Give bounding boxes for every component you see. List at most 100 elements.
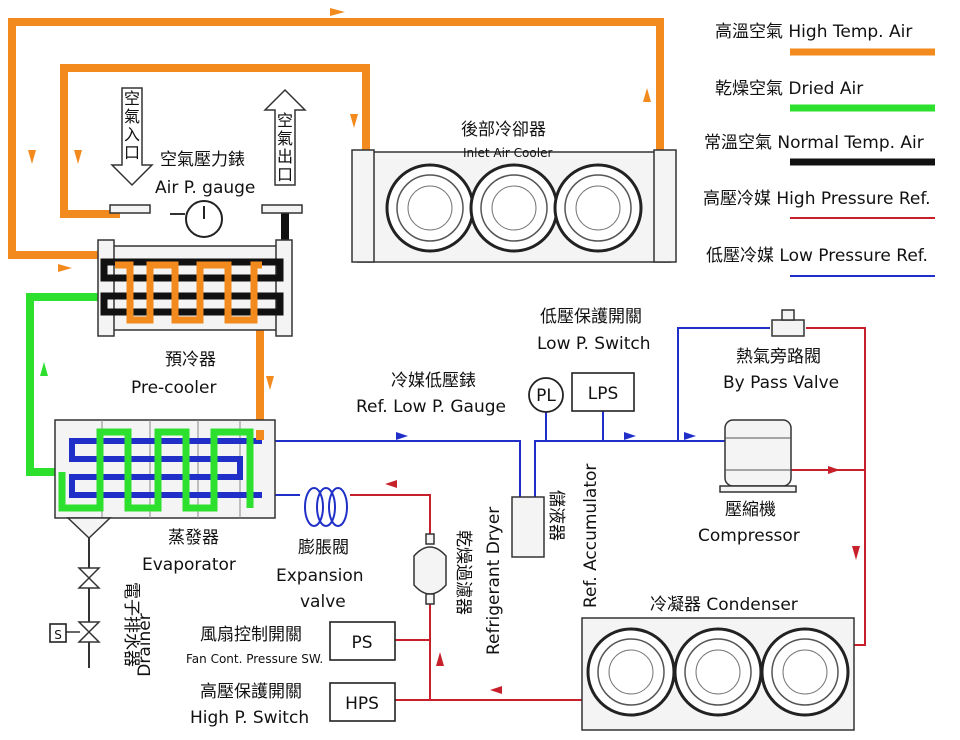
- lps-en: Low P. Switch: [537, 334, 651, 354]
- hps-label: HPS: [345, 694, 379, 714]
- arrow-dried-up: [40, 362, 48, 376]
- ref-low-pressure-gauge: PL 冷媒低壓錶 Ref. Low P. Gauge: [356, 371, 564, 417]
- arrow-top: [330, 8, 345, 16]
- drainer-cn: 電子排水器: [121, 582, 141, 667]
- arrow-inner-down: [74, 150, 82, 164]
- fan-icon: [673, 627, 763, 717]
- fan-switch-en: Fan Cont. Pressure SW.: [186, 652, 323, 666]
- arrow-low-right-3: [684, 432, 696, 440]
- evaporator-air-coil: [58, 428, 254, 512]
- legend-normal-temp-label: 常溫空氣 Normal Temp. Air: [704, 133, 924, 153]
- bypass-cn: 熱氣旁路閥: [736, 347, 821, 367]
- compressor-cn: 壓縮機: [725, 500, 776, 520]
- fan-icon: [553, 163, 643, 253]
- bypass-en: By Pass Valve: [723, 373, 839, 393]
- ref-dryer-label: Refrigerant Dryer: [484, 507, 504, 655]
- ps-label: PS: [351, 633, 372, 653]
- air-outlet-arrow-shape: [263, 88, 307, 186]
- legend-low-pressure-label: 低壓冷媒 Low Pressure Ref.: [706, 246, 928, 266]
- fan-control-switch: PS 風扇控制開關 Fan Cont. Pressure SW.: [186, 621, 396, 666]
- high-pressure-lines: [350, 327, 866, 701]
- outlet-flange: [261, 204, 303, 214]
- high-line-condenser-to-filter: [429, 600, 582, 701]
- air-outlet-label: 空氣出口: [277, 111, 293, 184]
- expansion-cn: 膨脹閥: [298, 538, 349, 558]
- legend-high-temp-label: 高溫空氣 High Temp. Air: [715, 22, 912, 42]
- fan-icon: [760, 627, 850, 717]
- fan-icon: [469, 163, 559, 253]
- ref-gauge-en: Ref. Low P. Gauge: [356, 397, 506, 417]
- accumulator: Refrigerant Dryer 儲液器 Ref. Accumulator: [484, 464, 601, 655]
- high-line-filter-to-expansion: [350, 494, 431, 540]
- inlet-air-cooler: 後部冷卻器 Inlet Air Cooler: [351, 120, 677, 263]
- condenser-label: 冷凝器 Condenser: [650, 595, 798, 615]
- low-pressure-lines: [262, 327, 770, 497]
- drainer-en: Drainer: [135, 613, 155, 676]
- low-line-dryer-to-compressor: [534, 440, 725, 497]
- drain-valve-1: [77, 567, 101, 580]
- dried-air-return: [26, 293, 100, 476]
- dryer-filter-cn: 乾燥過濾器: [453, 530, 473, 615]
- air-inlet-label: 空氣入口: [124, 89, 140, 162]
- inlet-cooler-fans: [385, 163, 643, 253]
- legend-high-pressure-label: 高壓冷媒 High Pressure Ref.: [703, 189, 931, 209]
- ref-gauge-cn: 冷媒低壓錶: [391, 371, 476, 391]
- accumulator-cn: 儲液器: [546, 490, 566, 541]
- inlet-flange: [109, 204, 151, 214]
- air-gauge-cn: 空氣壓力錶: [160, 150, 245, 170]
- bypass-valve-body: [771, 319, 805, 337]
- arrow-high-left-2: [490, 686, 502, 694]
- arrow-inlet-down: [350, 114, 358, 128]
- fan-switch-cn: 風扇控制開關: [200, 625, 302, 645]
- pre-cooler-hot-coil: [115, 261, 262, 324]
- compressor-en: Compressor: [698, 526, 800, 546]
- legend-dried-label: 乾燥空氣 Dried Air: [715, 79, 863, 99]
- arrow-low-right-1: [396, 432, 408, 440]
- air-gauge-en: Air P. gauge: [155, 178, 255, 198]
- dryer-filter: 乾燥過濾器: [413, 530, 473, 615]
- arrow-left-down: [28, 150, 36, 164]
- arrow-high-up: [436, 652, 444, 666]
- compressor: 壓縮機 Compressor: [698, 419, 800, 546]
- arrow-into-precooler: [88, 210, 100, 218]
- evaporator-ref-coil: [69, 438, 262, 498]
- fan-icon: [586, 627, 676, 717]
- air-inlet-arrow-shape: [110, 87, 154, 187]
- air-outlet-arrow: 空氣出口: [263, 88, 307, 186]
- fan-icon: [385, 163, 475, 253]
- pre-cooler: 預冷器 Pre-cooler: [97, 239, 293, 398]
- drain-valve-2: [77, 621, 101, 634]
- lps-cn: 低壓保護開關: [540, 307, 642, 327]
- hps-en: High P. Switch: [190, 708, 309, 728]
- ps-box: [329, 621, 396, 661]
- evaporator-cn: 蒸發器: [168, 528, 219, 548]
- arrow-right-up: [643, 88, 651, 102]
- hps-cn: 高壓保護開關: [200, 682, 302, 702]
- arrow-high-right: [828, 466, 840, 474]
- arrow-low-right-2: [624, 432, 636, 440]
- low-line-evap-to-dryer: [262, 440, 521, 497]
- hot-air-arrows: [28, 8, 651, 390]
- accumulator-body: [511, 496, 545, 558]
- arrow-high-left: [385, 480, 397, 488]
- evaporator: 蒸發器 Evaporator: [54, 419, 276, 575]
- condenser-fans: [586, 627, 850, 717]
- solenoid-label: S: [54, 628, 62, 642]
- air-pressure-gauge: 空氣壓力錶 Air P. gauge: [109, 150, 303, 238]
- low-pressure-switch: LPS 低壓保護開關 Low P. Switch: [537, 307, 651, 412]
- legend: 高溫空氣 High Temp. Air 乾燥空氣 Dried Air 常溫空氣 …: [703, 22, 935, 277]
- evaporator-en: Evaporator: [142, 555, 236, 575]
- dried-air-lines: [26, 293, 100, 476]
- bypass-valve: 熱氣旁路閥 By Pass Valve: [723, 309, 839, 393]
- solenoid-box: [49, 623, 67, 643]
- arrow-high-down: [852, 546, 860, 560]
- lps-label: LPS: [588, 384, 619, 404]
- hot-air-inlet-loop: [60, 64, 370, 218]
- condenser: 冷凝器 Condenser: [581, 595, 855, 731]
- compressor-body: [724, 419, 792, 487]
- expansion-valve: 膨脹閥 Expansion valve: [276, 487, 364, 612]
- ref-arrows: [385, 432, 860, 694]
- lps-box: [571, 372, 635, 412]
